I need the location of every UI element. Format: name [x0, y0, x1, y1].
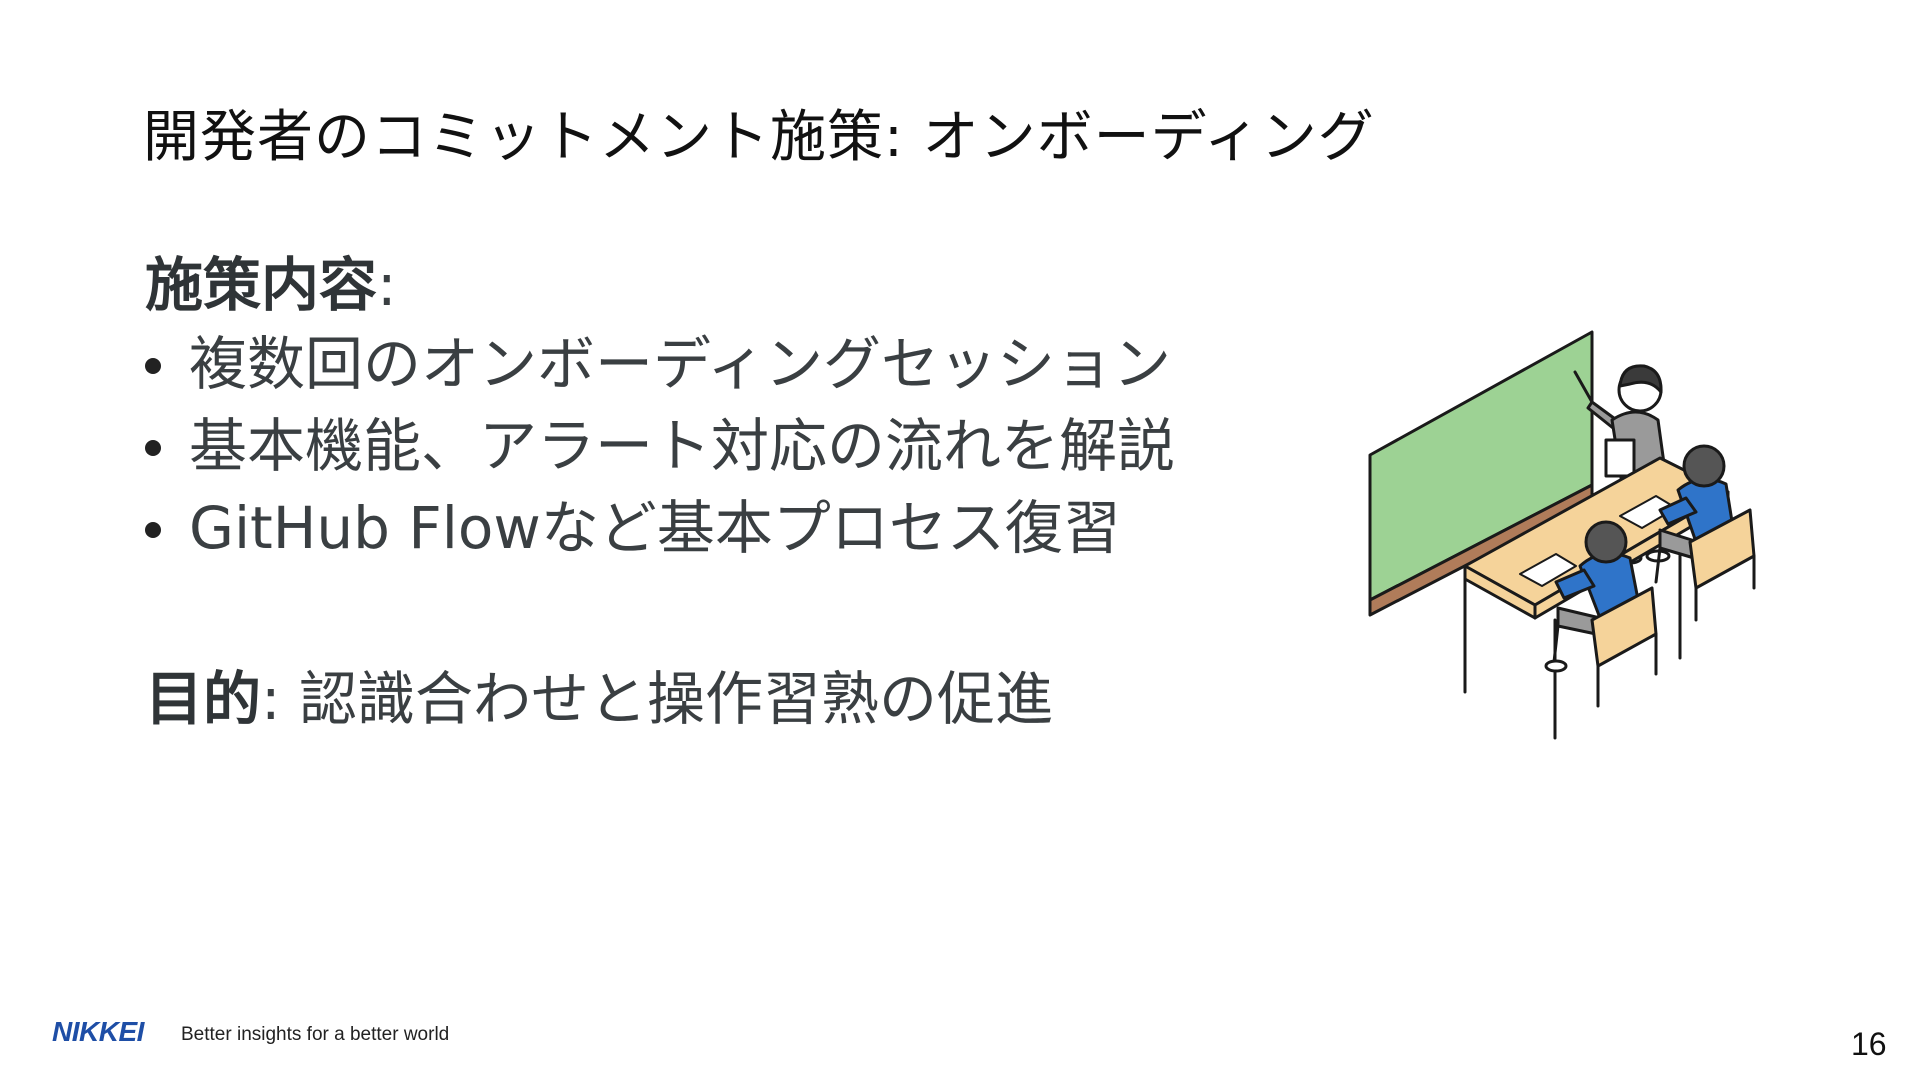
bullet-item: 基本機能、アラート対応の流れを解説 [145, 400, 1175, 482]
bullet-dot-icon [145, 440, 161, 456]
student-icon [1654, 444, 1736, 584]
chair-icon [1688, 508, 1756, 622]
chair-icon [1590, 586, 1658, 708]
content-heading: 施策内容: [145, 238, 397, 322]
purpose-heading-label: 目的 [145, 665, 262, 733]
purpose-text: 認識合わせと操作習熟の促進 [299, 665, 1054, 733]
bullet-item: 複数回のオンボーディングセッション [145, 318, 1175, 400]
bullet-text: GitHub Flowなど基本プロセス復習 [189, 494, 1121, 562]
purpose-heading: 目的: 認識合わせと操作習熟の促進 [145, 652, 1053, 736]
page-number: 16 [1851, 1026, 1887, 1062]
nikkei-logo: NIKKEI [52, 1016, 144, 1047]
slide-title: 開発者のコミットメント施策: オンボーディング [143, 105, 1375, 170]
bullet-text: 基本機能、アラート対応の流れを解説 [189, 412, 1176, 480]
purpose-heading-colon: : [261, 665, 281, 733]
content-heading-colon: : [377, 251, 397, 319]
bullet-list: 複数回のオンボーディングセッション 基本機能、アラート対応の流れを解説 GitH… [145, 318, 1175, 564]
classroom-lecture-illustration [1368, 330, 1756, 740]
bullet-dot-icon [145, 522, 161, 538]
blackboard-icon [1368, 330, 1594, 617]
content-heading-label: 施策内容 [145, 251, 378, 319]
bullet-item: GitHub Flowなど基本プロセス復習 [145, 482, 1175, 564]
bullet-dot-icon [145, 358, 161, 374]
footer-tagline: Better insights for a better world [181, 1024, 450, 1045]
bullet-text: 複数回のオンボーディングセッション [189, 330, 1171, 398]
